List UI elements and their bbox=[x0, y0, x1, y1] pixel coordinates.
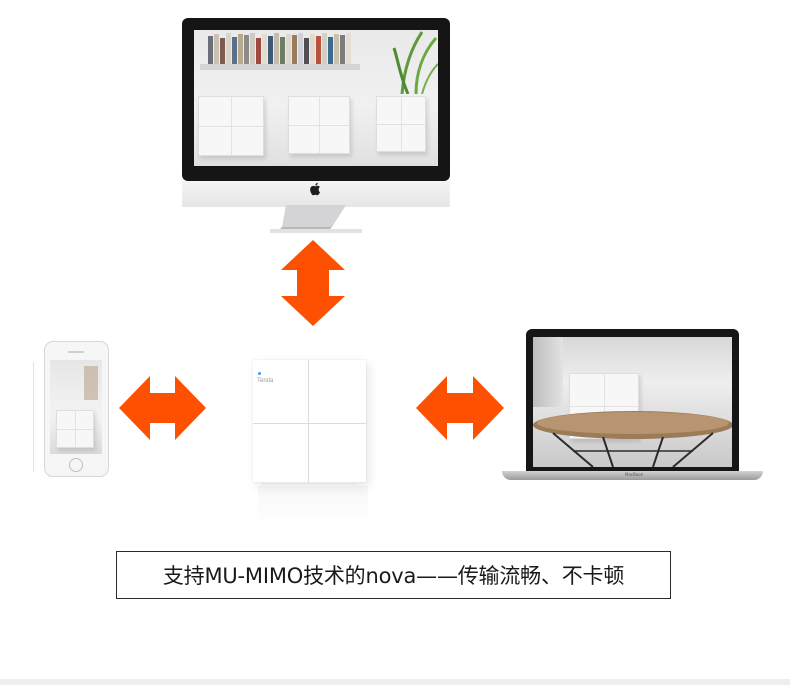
macbook-label: MacBook bbox=[625, 472, 644, 477]
phone-home-button bbox=[69, 458, 83, 472]
router-status-led bbox=[258, 372, 261, 375]
phone-router-cube bbox=[56, 410, 94, 448]
router-cube-middle bbox=[288, 96, 350, 154]
macbook-screen-image bbox=[533, 337, 732, 467]
bookshelf-books bbox=[208, 32, 358, 64]
router-shadow bbox=[258, 486, 368, 526]
window-frame bbox=[533, 337, 563, 407]
phone-shadow-edge bbox=[33, 362, 34, 472]
phone-speaker bbox=[68, 351, 84, 353]
caption-text: 支持MU-MIMO技术的nova——传输流畅、不卡顿 bbox=[162, 564, 625, 588]
bookshelf bbox=[200, 64, 360, 70]
router-cube-right bbox=[376, 96, 426, 152]
apple-logo-icon bbox=[306, 182, 324, 200]
double-arrow-icon-right bbox=[416, 376, 504, 440]
router-cube-left bbox=[198, 96, 264, 156]
mesh-router-cube-icon bbox=[253, 360, 366, 482]
phone-screen-books bbox=[84, 366, 98, 400]
router-seam-horizontal bbox=[253, 423, 366, 424]
footer-band bbox=[0, 679, 790, 685]
double-arrow-icon-left bbox=[119, 376, 206, 440]
caption-box: 支持MU-MIMO技术的nova——传输流畅、不卡顿 bbox=[116, 551, 671, 599]
imac-screen-image bbox=[194, 30, 438, 166]
router-brand-label: Tenda bbox=[257, 378, 274, 384]
router-seam-vertical bbox=[308, 360, 309, 482]
double-arrow-icon-vertical bbox=[281, 240, 345, 326]
wooden-table bbox=[533, 411, 732, 467]
macbook-base bbox=[502, 471, 763, 480]
phone-screen-image bbox=[50, 360, 102, 454]
plant-icon bbox=[392, 31, 438, 94]
imac-stand bbox=[270, 205, 362, 233]
router-base bbox=[262, 482, 358, 485]
